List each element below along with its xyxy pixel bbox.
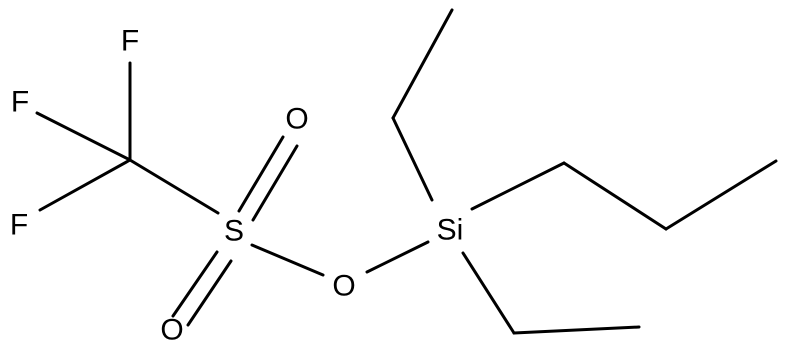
bond-si-ethyl-bottom-2 (512, 325, 641, 335)
atom-f-top: F (121, 25, 139, 58)
bond-si-ethyl-top-2 (391, 8, 454, 120)
atom-o-bridge: O (332, 270, 355, 303)
atom-o-double-bottom: O (160, 314, 183, 347)
bond-si-propyl-1 (470, 161, 566, 211)
bond-s-o-top-b (251, 144, 299, 222)
atom-labels: F F F S O O O Si (10, 25, 464, 347)
bond-si-ethyl-top-1 (391, 116, 434, 202)
bonds (35, 8, 778, 335)
atom-s: S (224, 215, 244, 248)
bond-si-propyl-3 (664, 159, 778, 231)
bond-c-f-bottom (38, 158, 132, 212)
bond-s-o-bottom-a (171, 250, 219, 318)
atom-f-bottom: F (10, 209, 28, 242)
bond-si-propyl-2 (562, 161, 668, 231)
bond-s-o-top-a (237, 135, 285, 213)
atom-o-double-top: O (285, 103, 308, 136)
bond-c-f-left (35, 111, 132, 162)
atom-si: Si (437, 214, 464, 247)
bond-s-o-bridge (250, 243, 325, 277)
bond-si-ethyl-bottom-1 (461, 251, 516, 335)
atom-f-left: F (11, 86, 29, 119)
bond-c-s (128, 158, 220, 215)
bond-s-o-bottom-b (186, 259, 233, 327)
bond-o-si (365, 240, 430, 274)
